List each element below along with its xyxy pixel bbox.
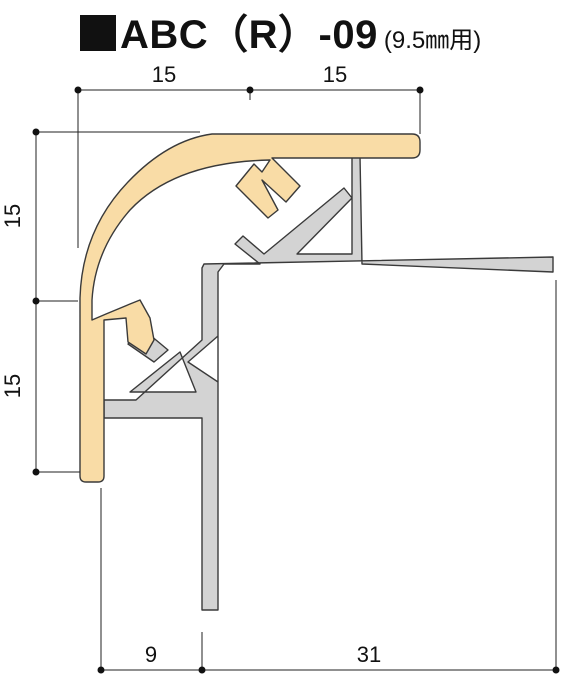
diagram-title: ABC（R）-09 (9.5㎜用): [80, 2, 481, 57]
dimension-lines: [35, 89, 557, 671]
dim-point: [552, 666, 560, 674]
dimension-label-top-right: 15: [323, 62, 347, 87]
dim-point: [198, 666, 206, 674]
dim-point: [74, 86, 82, 94]
dimension-label-left-lower: 15: [0, 374, 25, 398]
cover-profile: [79, 133, 421, 483]
dim-point: [416, 86, 424, 94]
dim-point: [32, 128, 40, 136]
dimension-label-top-left: 15: [152, 62, 176, 87]
title-square-mark: [80, 15, 116, 51]
dimension-label-bottom-left: 9: [145, 642, 157, 667]
dimension-points: [32, 86, 560, 674]
dim-point: [32, 297, 40, 305]
product-code: ABC（R）-09: [120, 13, 378, 57]
dimension-label-bottom-right: 31: [357, 642, 381, 667]
dim-point: [246, 86, 254, 94]
product-size-note: (9.5㎜用): [383, 27, 482, 54]
base-profile: [103, 155, 554, 611]
dim-point: [97, 666, 105, 674]
dim-point: [32, 468, 40, 476]
dimension-label-left-upper: 15: [0, 204, 25, 228]
